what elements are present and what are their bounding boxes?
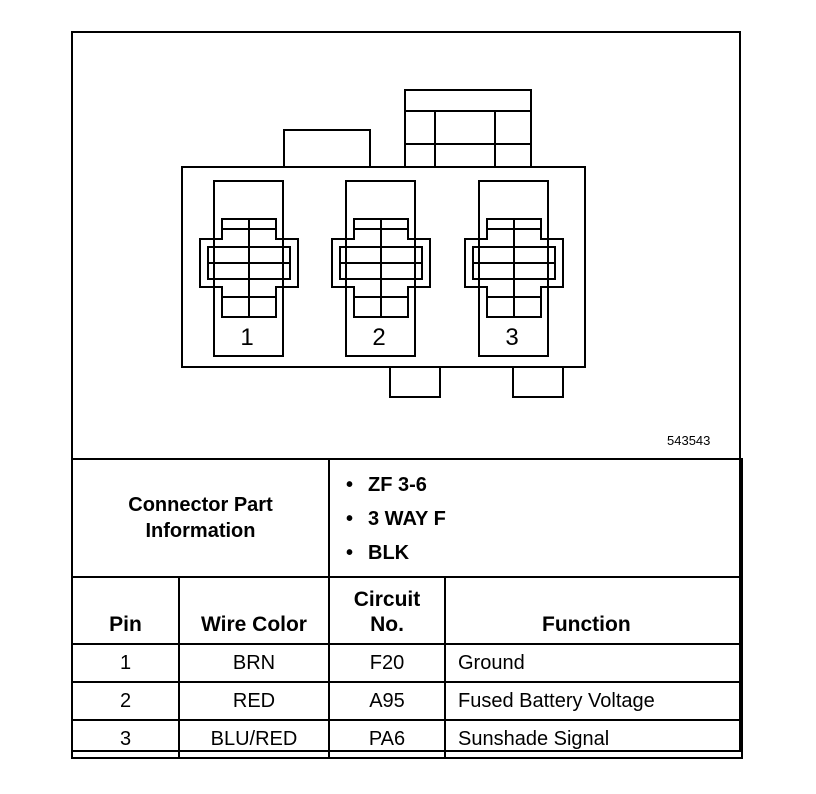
connector-bottom-tab-2 <box>512 366 564 398</box>
column-header-circuit-line1: Circuit <box>353 588 421 611</box>
table-row: 3 BLU/RED PA6 Sunshade Signal <box>71 719 743 759</box>
cavity-number-label: 3 <box>505 324 518 351</box>
cell-function: Ground <box>444 643 743 683</box>
column-header-circuit: Circuit No. <box>328 576 446 645</box>
column-header-pin: Pin <box>71 576 180 645</box>
cell-function: Fused Battery Voltage <box>444 681 743 721</box>
connector-bottom-tab-1 <box>389 366 441 398</box>
connector-top-tab-left <box>283 129 371 168</box>
cell-function: Sunshade Signal <box>444 719 743 759</box>
cell-wire-color: RED <box>178 681 330 721</box>
part-info-label: Connector Part Information <box>71 458 330 578</box>
part-info-row: Connector Part Information ZF 3-6 3 WAY … <box>71 458 743 578</box>
connector-latch-block <box>404 89 532 168</box>
cell-circuit: F20 <box>328 643 446 683</box>
cell-pin: 2 <box>71 681 180 721</box>
part-info-values: ZF 3-6 3 WAY F BLK <box>328 458 743 578</box>
part-info-label-line1: Connector Part <box>128 494 273 516</box>
terminal-cavity <box>199 180 299 357</box>
cavity-number-label: 2 <box>372 324 385 351</box>
terminal-cavity <box>331 180 431 357</box>
cell-pin: 3 <box>71 719 180 759</box>
part-info-label-line2: Information <box>145 520 256 542</box>
connector-face-drawing: 1 2 3 <box>181 89 586 398</box>
connector-diagram-frame: 123 543543 Connector Part Information ZF… <box>71 31 743 759</box>
cell-pin: 1 <box>71 643 180 683</box>
connector-info-table: Connector Part Information ZF 3-6 3 WAY … <box>71 458 743 759</box>
cell-circuit: A95 <box>328 681 446 721</box>
table-header-row: Pin Wire Color Circuit No. Function <box>71 576 743 645</box>
table-row: 1 BRN F20 Ground <box>71 643 743 683</box>
part-info-bullet: 3 WAY F <box>368 502 741 536</box>
table-row: 2 RED A95 Fused Battery Voltage <box>71 681 743 721</box>
cell-wire-color: BRN <box>178 643 330 683</box>
connector-body <box>181 166 586 368</box>
cavity-number-label: 1 <box>240 324 253 351</box>
column-header-circuit-line2: No. <box>370 613 404 636</box>
terminal-cavity <box>464 180 564 357</box>
part-info-bullet: BLK <box>368 536 741 570</box>
cell-wire-color: BLU/RED <box>178 719 330 759</box>
column-header-function: Function <box>444 576 743 645</box>
part-info-bullet: ZF 3-6 <box>368 468 741 502</box>
cell-circuit: PA6 <box>328 719 446 759</box>
column-header-wire-color: Wire Color <box>178 576 330 645</box>
figure-id: 543543 <box>667 433 711 448</box>
